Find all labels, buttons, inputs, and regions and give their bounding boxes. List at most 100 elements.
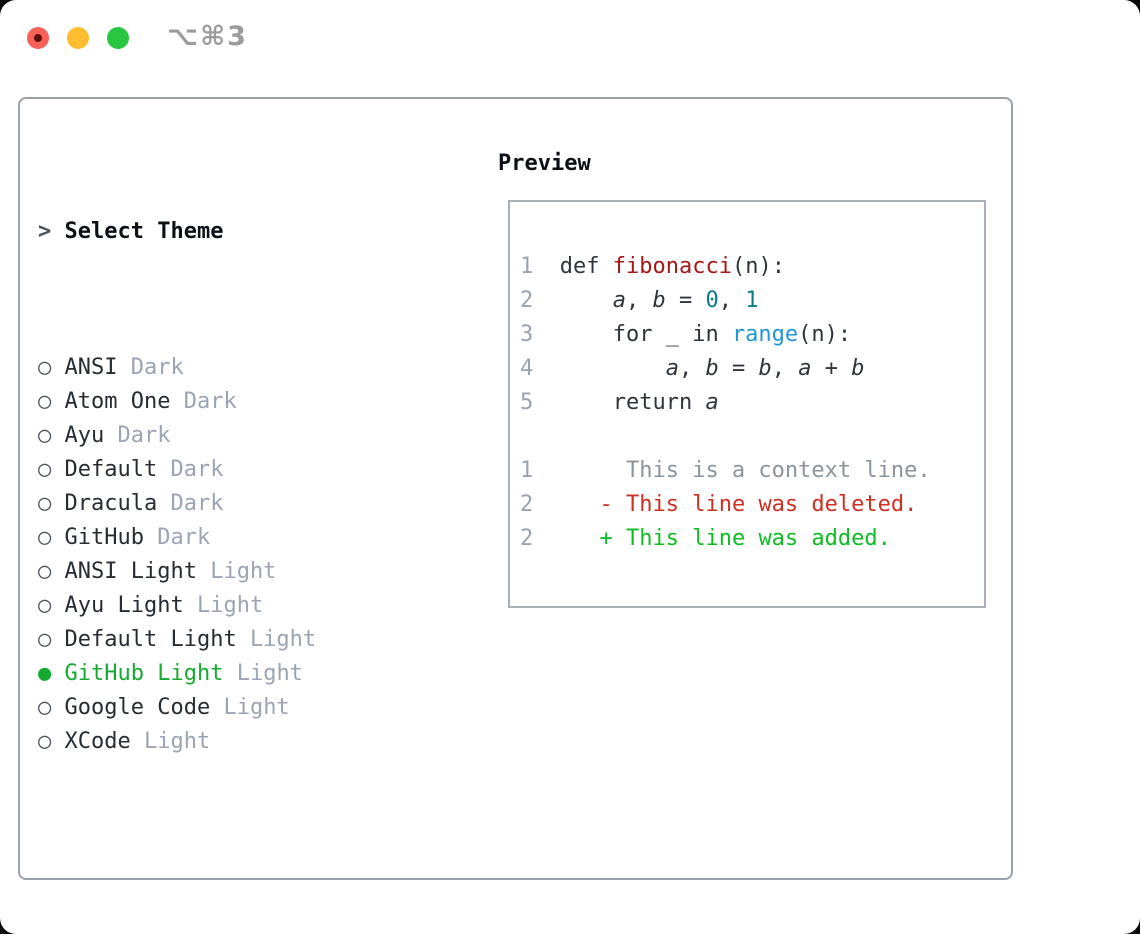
- code-token: def: [559, 254, 613, 279]
- code-token: ,: [718, 288, 746, 313]
- theme-option-atom-one[interactable]: ○ Atom One Dark: [38, 385, 409, 419]
- radio-icon: ○: [38, 457, 52, 482]
- code-token: a: [705, 390, 719, 415]
- theme-option-dracula[interactable]: ○ Dracula Dark: [38, 487, 409, 521]
- code-line: 1 def fibonacci(n):: [520, 250, 931, 284]
- code-token: fibonacci: [612, 254, 732, 279]
- code-line: [520, 420, 931, 454]
- theme-variant-badge: Dark: [157, 525, 211, 550]
- theme-option-label: Default: [64, 457, 158, 482]
- code-token: a: [798, 356, 812, 381]
- theme-option-label: GitHub Light: [64, 661, 224, 686]
- radio-icon: ○: [38, 423, 52, 448]
- code-token: b: [851, 356, 865, 381]
- theme-option-default[interactable]: ○ Default Dark: [38, 453, 409, 487]
- code-token: a: [665, 356, 679, 381]
- radio-icon: ○: [38, 593, 52, 618]
- theme-option-label: ANSI Light: [64, 559, 197, 584]
- theme-option-label: Default Light: [64, 627, 237, 652]
- theme-option-ayu[interactable]: ○ Ayu Dark: [38, 419, 409, 453]
- theme-picker-form: > Select Theme ○ ANSI Dark○ Atom One Dar…: [38, 147, 409, 934]
- radio-icon: ○: [38, 729, 52, 754]
- minimize-traffic-light-icon[interactable]: [67, 27, 89, 49]
- radio-icon: ○: [38, 525, 52, 550]
- code-token: ,: [771, 356, 799, 381]
- code-token: (n):: [731, 254, 785, 279]
- radio-icon: ○: [38, 559, 52, 584]
- theme-option-github-light[interactable]: ● GitHub Light Light: [38, 657, 409, 691]
- theme-variant-badge: Light: [210, 559, 277, 584]
- theme-variant-badge: Dark: [170, 457, 224, 482]
- line-number: 2: [520, 288, 560, 313]
- theme-option-ayu-light[interactable]: ○ Ayu Light Light: [38, 589, 409, 623]
- radio-icon: ○: [38, 695, 52, 720]
- theme-option-label: Atom One: [64, 389, 171, 414]
- line-number: 2: [520, 526, 560, 551]
- theme-option-ansi[interactable]: ○ ANSI Dark: [38, 351, 409, 385]
- code-token: ,: [678, 356, 706, 381]
- traffic-lights: [27, 27, 129, 49]
- theme-variant-badge: Light: [143, 729, 211, 754]
- code-token: b: [652, 288, 666, 313]
- select-theme-header: > Select Theme: [38, 215, 409, 249]
- code-token: range: [731, 322, 799, 347]
- theme-option-label: Dracula: [64, 491, 158, 516]
- code-token: b: [705, 356, 719, 381]
- zoom-traffic-light-icon[interactable]: [107, 27, 129, 49]
- theme-option-label: GitHub: [64, 525, 144, 550]
- code-token: (n):: [798, 322, 852, 347]
- code-token: a: [612, 288, 626, 313]
- line-number: 2: [520, 492, 560, 517]
- code-token: [560, 356, 666, 381]
- selected-radio-icon: ●: [38, 661, 52, 686]
- theme-variant-badge: Light: [196, 593, 264, 618]
- code-token: + This line was added.: [599, 526, 891, 551]
- radio-icon: ○: [38, 355, 52, 380]
- preview-title: Preview: [498, 151, 591, 176]
- code-token: =: [718, 356, 759, 381]
- select-theme-header-label: Select Theme: [64, 219, 224, 244]
- code-token: +: [811, 356, 852, 381]
- theme-variant-badge: Dark: [170, 491, 224, 516]
- close-traffic-light-icon[interactable]: [27, 27, 49, 49]
- theme-variant-badge: Dark: [183, 389, 237, 414]
- theme-option-github[interactable]: ○ GitHub Dark: [38, 521, 409, 555]
- theme-option-label: XCode: [64, 729, 131, 754]
- radio-icon: ○: [38, 491, 52, 516]
- radio-icon: ○: [38, 389, 52, 414]
- theme-variant-badge: Dark: [117, 423, 171, 448]
- code-token: ,: [625, 288, 653, 313]
- line-number: 1: [520, 254, 560, 279]
- theme-option-label: Google Code: [64, 695, 211, 720]
- theme-option-google-code[interactable]: ○ Google Code Light: [38, 691, 409, 725]
- code-line: 1 This is a context line.: [520, 454, 931, 488]
- code-token: [560, 492, 600, 517]
- theme-option-ansi-light[interactable]: ○ ANSI Light Light: [38, 555, 409, 589]
- code-token: 1: [745, 288, 759, 313]
- line-number: 3: [520, 322, 560, 347]
- code-line: 2 - This line was deleted.: [520, 488, 931, 522]
- theme-option-default-light[interactable]: ○ Default Light Light: [38, 623, 409, 657]
- window-shortcut-label: ⌥⌘3: [167, 21, 248, 52]
- code-line: 5 return a: [520, 386, 931, 420]
- code-token: [560, 288, 613, 313]
- spacer: [38, 861, 409, 895]
- code-token: return: [559, 390, 706, 415]
- code-token: [560, 526, 600, 551]
- code-line: 2 + This line was added.: [520, 522, 931, 556]
- theme-variant-badge: Light: [223, 695, 290, 720]
- theme-option-xcode[interactable]: ○ XCode Light: [38, 725, 409, 759]
- line-number: 1: [520, 458, 560, 483]
- code-token: =: [665, 288, 706, 313]
- titlebar: ⌥⌘3: [0, 0, 1140, 70]
- code-line: 2 a, b = 0, 1: [520, 284, 931, 318]
- code-token: - This line was deleted.: [599, 492, 918, 517]
- code-token: This is a context line.: [559, 458, 931, 483]
- focus-caret-icon: >: [38, 219, 52, 244]
- code-line: 4 a, b = b, a + b: [520, 352, 931, 386]
- code-line: 3 for _ in range(n):: [520, 318, 931, 352]
- theme-list: ○ ANSI Dark○ Atom One Dark○ Ayu Dark○ De…: [38, 351, 409, 759]
- theme-variant-badge: Light: [236, 661, 303, 686]
